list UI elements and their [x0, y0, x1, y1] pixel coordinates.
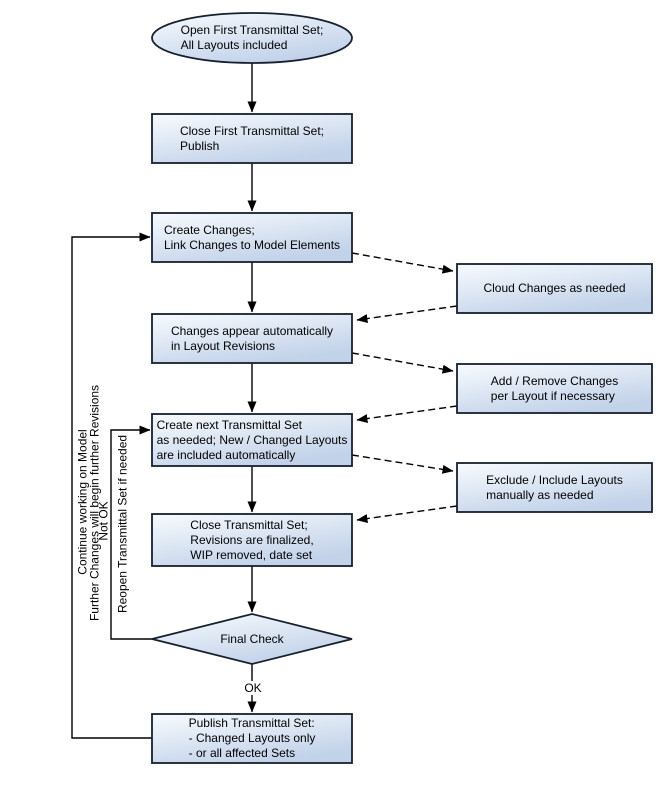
final-check-diamond-shape	[151, 613, 353, 665]
changes-appear-shape	[151, 313, 353, 364]
connector-exclude-to-close-set	[356, 505, 458, 524]
connector-create-changes-to-cloud	[351, 252, 454, 274]
add-remove-shape	[456, 363, 653, 414]
connector-add-remove-to-create-next	[356, 405, 458, 424]
connector-changes-appear-to-add-remove	[351, 352, 454, 374]
connector-loop-not-ok	[110, 425, 152, 640]
close-first-shape	[151, 113, 353, 164]
connector-cloud-to-changes-appear	[356, 305, 458, 324]
node-shapes	[151, 12, 653, 764]
start-ellipse-shape	[151, 12, 353, 64]
close-set-shape	[151, 513, 353, 567]
create-next-shape	[151, 413, 353, 467]
main-flow-connectors	[71, 63, 257, 739]
exclude-include-shape	[456, 462, 653, 513]
publish-set-shape	[151, 713, 353, 764]
connector-create-next-to-exclude	[351, 454, 454, 474]
create-changes-shape	[151, 212, 353, 263]
connector-loop-continue-working	[71, 232, 152, 739]
cloud-changes-shape	[456, 263, 653, 314]
dashed-connectors	[351, 252, 458, 524]
